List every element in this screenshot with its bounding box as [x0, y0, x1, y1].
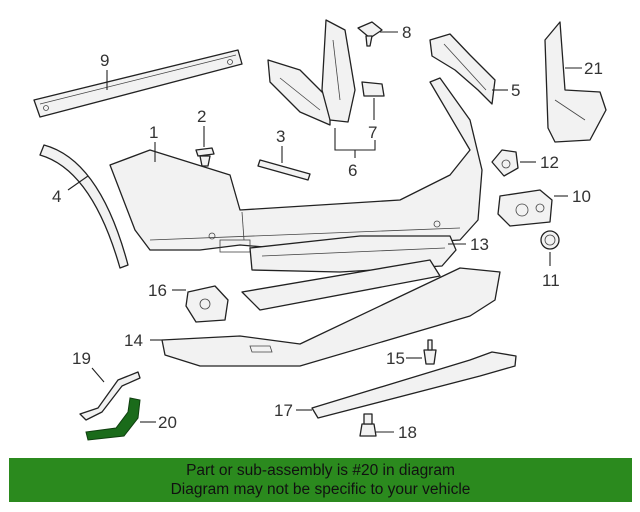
callout-8: 8 [402, 23, 411, 42]
part-15-clip [423, 339, 437, 365]
leader-19 [91, 367, 105, 383]
callout-9: 9 [100, 51, 109, 70]
part-6-side-bracket [267, 19, 356, 126]
callout-10: 10 [572, 187, 591, 206]
banner-line-2: Diagram may not be specific to your vehi… [170, 481, 471, 498]
callout-17: 17 [274, 401, 293, 420]
banner-line-1: Part or sub-assembly is #20 in diagram [186, 462, 455, 479]
part-14-lower-valance [161, 267, 501, 367]
part-8-push-clip [357, 21, 383, 47]
parts-diagram: 9 2 1 3 4 6 7 [33, 19, 607, 442]
callout-4: 4 [52, 187, 61, 206]
callout-2: 2 [197, 107, 206, 126]
callout-19: 19 [72, 349, 91, 368]
part-11-sensor [540, 230, 560, 250]
part-19-side-molding [79, 371, 141, 421]
part-17-molding [311, 351, 517, 419]
callout-12: 12 [540, 153, 559, 172]
info-banner: Part or sub-assembly is #20 in diagram D… [9, 458, 632, 502]
callout-15: 15 [386, 349, 405, 368]
callout-21: 21 [584, 59, 603, 78]
part-18-clip [359, 413, 377, 437]
callout-1: 1 [149, 123, 158, 142]
part-12-sensor-retainer [491, 149, 519, 177]
part-20-highlighted-molding [85, 397, 141, 441]
part-13-energy-absorber [249, 235, 457, 273]
callout-3: 3 [276, 127, 285, 146]
part-16-bracket [185, 285, 229, 323]
part-21-mud-flap [544, 21, 607, 143]
callout-7: 7 [368, 123, 377, 142]
callout-5: 5 [511, 81, 520, 100]
callout-11: 11 [542, 271, 560, 290]
part-7-retainer [361, 81, 385, 97]
part-9-reinforcement-bar [33, 49, 243, 118]
part-3-reflector [257, 159, 311, 181]
callout-18: 18 [398, 423, 417, 442]
part-5-bracket [429, 33, 496, 105]
callout-13: 13 [470, 235, 489, 254]
part-1-bumper-cover [109, 77, 483, 253]
callout-16: 16 [148, 281, 167, 300]
callout-20: 20 [158, 413, 177, 432]
part-10-parking-sensor [497, 189, 553, 227]
part-4-arch-molding [39, 144, 129, 269]
callout-6: 6 [348, 161, 357, 180]
callout-14: 14 [124, 331, 143, 350]
part-2-clip [195, 147, 215, 167]
leader-4 [67, 175, 89, 191]
part-13-lower-bracket [241, 259, 441, 311]
